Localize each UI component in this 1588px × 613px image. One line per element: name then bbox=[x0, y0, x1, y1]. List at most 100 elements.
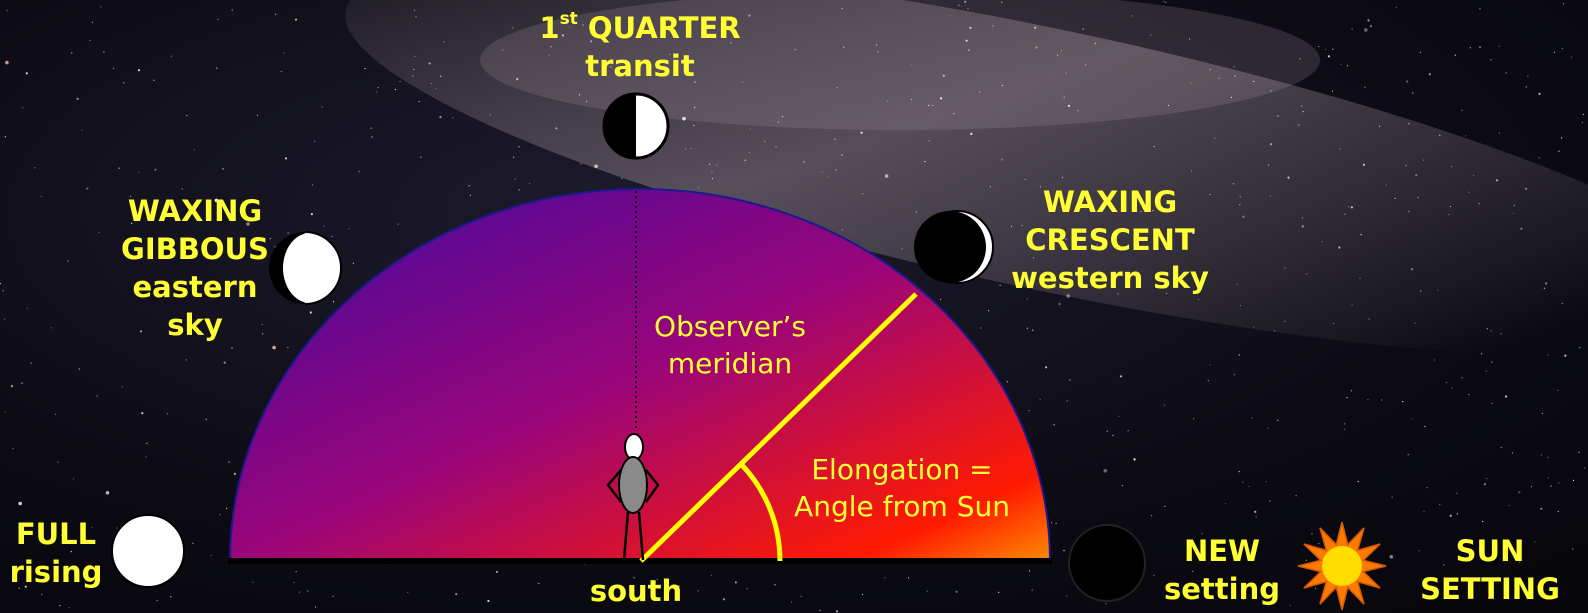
star bbox=[1001, 1, 1003, 3]
star bbox=[57, 461, 59, 463]
star bbox=[1415, 174, 1418, 177]
star bbox=[656, 578, 658, 581]
first-quarter-moon-icon bbox=[602, 92, 670, 160]
star bbox=[775, 146, 777, 148]
star bbox=[1350, 206, 1353, 209]
star bbox=[1338, 246, 1341, 249]
star bbox=[800, 595, 802, 598]
star bbox=[1065, 72, 1067, 74]
star bbox=[358, 170, 360, 172]
star bbox=[137, 69, 141, 72]
star bbox=[272, 345, 276, 350]
star bbox=[1364, 86, 1366, 88]
star bbox=[1540, 454, 1542, 456]
star bbox=[18, 587, 20, 589]
star bbox=[1324, 48, 1327, 51]
star bbox=[1481, 353, 1483, 355]
new-line-1: NEW bbox=[1183, 534, 1261, 568]
star bbox=[967, 8, 969, 10]
star bbox=[979, 91, 981, 93]
star bbox=[1357, 480, 1359, 483]
full-moon-icon bbox=[111, 514, 185, 588]
star bbox=[1439, 134, 1441, 136]
star bbox=[821, 171, 824, 173]
star bbox=[53, 561, 56, 563]
star bbox=[1209, 364, 1211, 366]
star bbox=[1318, 542, 1320, 545]
star bbox=[928, 140, 930, 142]
star bbox=[1344, 213, 1346, 215]
star bbox=[1150, 34, 1152, 36]
star bbox=[1001, 84, 1004, 87]
star bbox=[1443, 564, 1445, 566]
star bbox=[1564, 354, 1567, 357]
star bbox=[1214, 137, 1216, 139]
star bbox=[633, 577, 635, 579]
star bbox=[170, 55, 172, 57]
waxing-gibbous-line-4: sky bbox=[167, 308, 223, 342]
star bbox=[61, 534, 63, 536]
star bbox=[827, 176, 830, 178]
star bbox=[412, 75, 414, 77]
star bbox=[12, 448, 14, 450]
star bbox=[469, 194, 471, 196]
star bbox=[1527, 75, 1529, 77]
star bbox=[284, 157, 288, 160]
star bbox=[1284, 320, 1286, 322]
south-label: south bbox=[589, 574, 683, 608]
star bbox=[1331, 90, 1334, 92]
star bbox=[34, 167, 36, 169]
star bbox=[1299, 58, 1301, 60]
star bbox=[10, 385, 13, 388]
star bbox=[1127, 430, 1129, 432]
star bbox=[146, 442, 148, 444]
star bbox=[123, 82, 125, 84]
star bbox=[1277, 115, 1279, 117]
star bbox=[1346, 397, 1348, 399]
star bbox=[1408, 123, 1410, 125]
star bbox=[594, 164, 598, 169]
star bbox=[131, 222, 133, 224]
star bbox=[1495, 179, 1499, 182]
star bbox=[1238, 471, 1240, 473]
star bbox=[1558, 482, 1560, 484]
star bbox=[1302, 111, 1304, 113]
star bbox=[141, 412, 144, 415]
star bbox=[590, 40, 593, 43]
star bbox=[1479, 8, 1481, 10]
star bbox=[1063, 96, 1065, 98]
star bbox=[690, 147, 692, 150]
star bbox=[1103, 469, 1108, 473]
star bbox=[1035, 46, 1038, 49]
waxing-gibbous-line-2: GIBBOUS bbox=[121, 232, 269, 266]
new-line-2: setting bbox=[1164, 572, 1280, 606]
star bbox=[1284, 267, 1286, 269]
star bbox=[538, 582, 540, 585]
star bbox=[1369, 25, 1373, 28]
star bbox=[1579, 347, 1581, 349]
star bbox=[452, 117, 454, 119]
star bbox=[1547, 354, 1549, 356]
star bbox=[621, 59, 623, 62]
star bbox=[685, 148, 687, 150]
star bbox=[370, 127, 372, 129]
star bbox=[495, 570, 498, 574]
star bbox=[175, 285, 177, 287]
star bbox=[1540, 507, 1543, 510]
star bbox=[1534, 541, 1536, 543]
star bbox=[41, 593, 43, 596]
star bbox=[283, 52, 285, 54]
star bbox=[166, 413, 168, 415]
star bbox=[71, 52, 73, 54]
star bbox=[928, 104, 930, 106]
star bbox=[774, 584, 776, 586]
star bbox=[1513, 204, 1515, 206]
star bbox=[697, 590, 699, 592]
star bbox=[877, 51, 879, 53]
star bbox=[1201, 532, 1203, 535]
star bbox=[1483, 483, 1486, 486]
star bbox=[1530, 486, 1532, 488]
star bbox=[309, 311, 312, 314]
star bbox=[1351, 304, 1353, 306]
star bbox=[68, 607, 70, 609]
